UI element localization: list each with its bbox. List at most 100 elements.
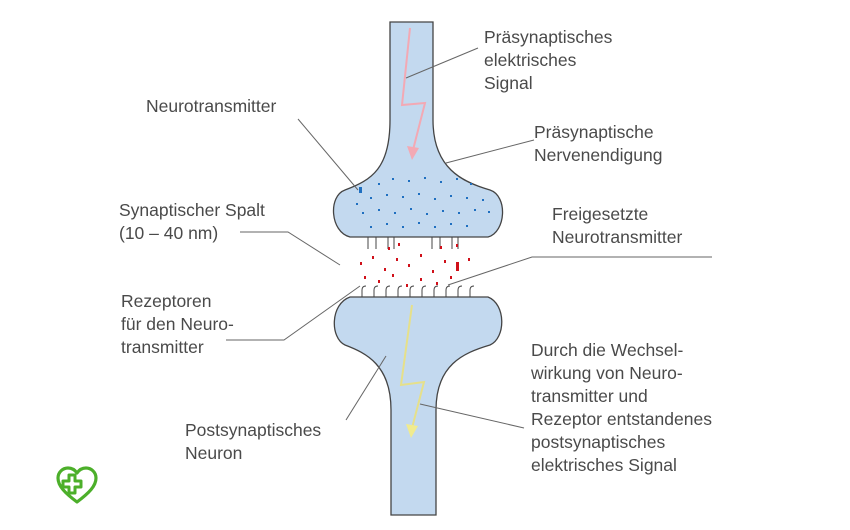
released-neurotransmitter-dot [436,282,438,285]
vesicle-dot [378,209,380,211]
vesicle-dot [410,208,412,210]
released-neurotransmitter-dot [388,247,390,250]
released-neurotransmitter-dot [360,262,362,265]
vesicle-dot [362,212,364,214]
leader-lines [226,47,712,429]
vesicle-dot [402,226,404,228]
released-neurotransmitter-dot [420,278,422,281]
presynaptic-signal-arrowhead [407,146,419,160]
released-neurotransmitters [360,243,470,287]
released-neurotransmitter-dot [440,246,442,249]
heart-cross-icon [56,466,98,504]
label-line: Präsynaptische [534,122,654,142]
label-line: transmitter [121,337,204,357]
leader-postsynaptic-neuron [345,355,387,421]
postsynaptic-signal-arrowhead [406,424,418,438]
vesicle-dot [440,181,442,183]
vesicle-dot [394,212,396,214]
released-neurotransmitter-dot [406,284,408,287]
label-postsynaptic-neuron: Postsynaptisches Neuron [185,419,321,465]
receptor [469,285,475,297]
vesicle-dot [488,211,490,213]
label-line: elektrisches [484,50,577,70]
label-line: Neurotransmitter [552,227,683,247]
neurotransmitter-highlight [359,187,362,193]
label-presynaptic-signal: Präsynaptisches elektrisches Signal [484,26,612,95]
leader-presynaptic-signal [405,47,479,79]
released-neurotransmitter-dot [392,274,394,277]
label-line: transmitter und [531,386,648,406]
released-neurotransmitter-dot [468,258,470,261]
receptor [433,285,439,297]
receptors-group [361,285,475,297]
receptor [409,285,415,297]
released-neurotransmitter-dot [396,258,398,261]
label-released-neurotransmitter: Freigesetzte Neurotransmitter [552,203,682,249]
vesicle-dot [482,199,484,201]
vesicle-dot [450,195,452,197]
released-neurotransmitter-dot [408,264,410,267]
released-neurotransmitter-dot [456,262,459,271]
leader-synaptic-cleft [240,231,341,266]
label-line: Nervenendigung [534,145,663,165]
label-line: Präsynaptisches [484,27,613,47]
vesicle-dot [356,203,358,205]
vesicle-dot [402,196,404,198]
leader-receptors [226,285,361,341]
label-neurotransmitter: Neurotransmitter [146,95,276,118]
vesicle-dot [418,193,420,195]
receptor [457,285,463,297]
vesicle-dot [418,222,420,224]
released-neurotransmitter-dot [456,244,458,247]
receptor [373,285,379,297]
receptor [385,285,391,297]
released-neurotransmitter-dot [384,268,386,271]
release-channels [367,237,459,249]
vesicle-dot [378,183,380,185]
label-line: Rezeptor entstandenes [531,409,712,429]
vesicle-dot [386,223,388,225]
vesicle-dot [442,210,444,212]
released-neurotransmitter-dot [378,280,380,283]
leader-presynaptic-ending [445,139,535,164]
vesicle-dot [466,225,468,227]
label-line: für den Neuro- [121,314,234,334]
label-line: postsynaptisches [531,432,666,452]
released-neurotransmitter-dot [450,276,452,279]
vesicle-dot [450,223,452,225]
vesicle-dot [426,213,428,215]
vesicle-dot [424,177,426,179]
label-line: Durch die Wechsel- [531,340,684,360]
released-neurotransmitter-dot [432,270,434,273]
label-line: wirkung von Neuro- [531,363,683,383]
label-line: Neurotransmitter [146,96,277,116]
label-line: Signal [484,73,533,93]
postsynaptic-signal-arrow [399,304,426,429]
vesicle-dot [370,197,372,199]
leader-released [447,256,712,286]
leader-postsynaptic-signal [419,403,525,429]
label-receptors: Rezeptoren für den Neuro- transmitter [121,290,234,359]
vesicle-dot [408,180,410,182]
vesicle-dot [470,183,472,185]
label-line: Synaptischer Spalt [119,200,265,220]
vesicle-dot [434,198,436,200]
label-synaptic-cleft: Synaptischer Spalt (10 – 40 nm) [119,199,265,245]
released-neurotransmitter-dot [420,254,422,257]
vesicle-dot [474,209,476,211]
neurotransmitter-vesicles [356,177,490,228]
presynaptic-signal-arrow [400,27,427,151]
label-line: Freigesetzte [552,204,649,224]
vesicle-dot [466,197,468,199]
label-line: (10 – 40 nm) [119,223,219,243]
leader-neurotransmitter [297,118,359,191]
vesicle-dot [392,178,394,180]
vesicle-dot [434,226,436,228]
receptor [361,285,367,297]
vesicle-dot [370,226,372,228]
vesicle-dot [458,212,460,214]
label-line: elektrisches Signal [531,455,677,475]
released-neurotransmitter-dot [364,276,366,279]
released-neurotransmitter-dot [372,256,374,259]
released-neurotransmitter-dot [398,243,400,246]
